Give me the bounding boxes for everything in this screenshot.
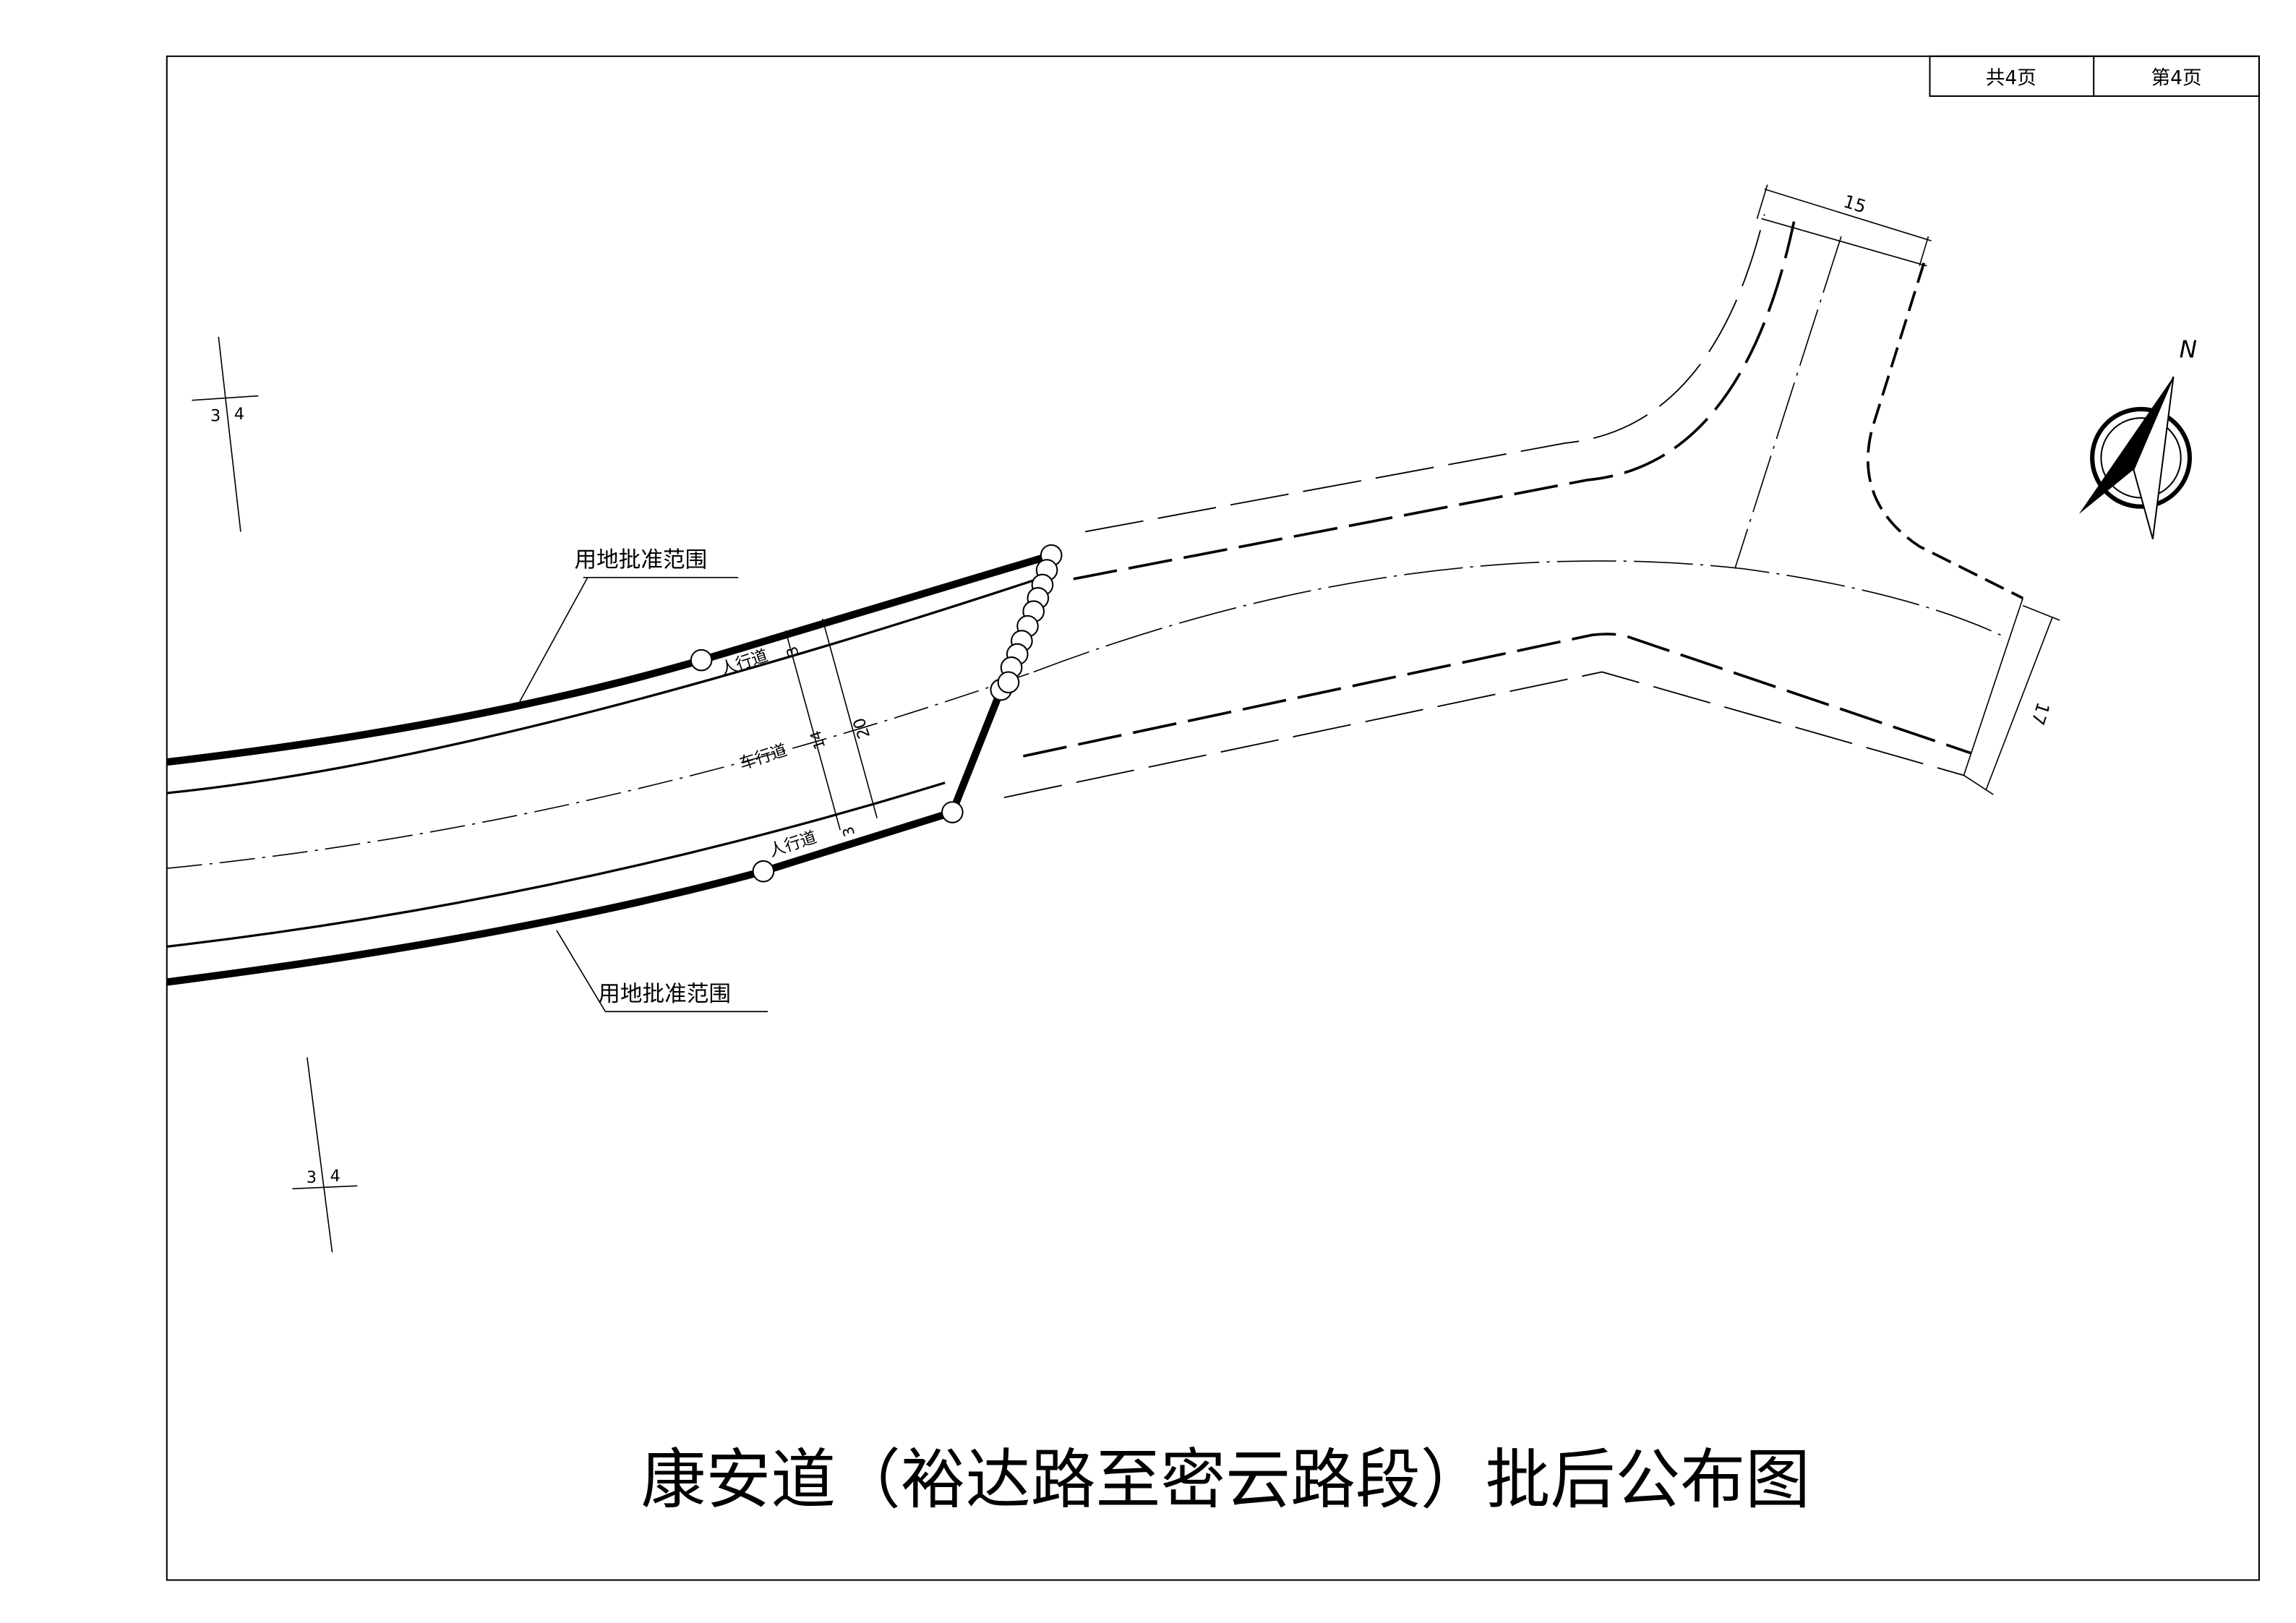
page-table: 共4页 第4页 (1929, 55, 2260, 97)
boundary-points (690, 544, 1063, 883)
dim-sidewalk-bottom: 3 (839, 824, 858, 839)
svg-text:3: 3 (210, 406, 220, 425)
drawing-title: 康安道（裕达路至密云路段）批后公布图 (641, 1442, 1809, 1517)
svg-text:4: 4 (330, 1167, 340, 1186)
north-arrow: N (2078, 335, 2197, 539)
grid-mark-bottom: 3 4 (292, 1057, 358, 1253)
label-carriageway: 车行道 (737, 741, 789, 774)
page-number: 第4页 (2151, 67, 2202, 90)
planned-road-section: 15 17 (1003, 184, 2060, 798)
svg-text:3: 3 (307, 1168, 317, 1187)
dim-branch-width: 15 (1841, 191, 1869, 218)
dim-end-width: 17 (2027, 700, 2054, 728)
dim-total-width: 20 (849, 716, 874, 741)
leader-labels: 用地批准范围 用地批准范围 (519, 547, 768, 1013)
approved-road-section: 人行道 3 车行道 14 20 人行道 3 (166, 544, 1063, 986)
label-approved-scope-bottom: 用地批准范围 (598, 982, 731, 1007)
label-approved-scope-top: 用地批准范围 (575, 547, 708, 573)
dim-carriageway: 14 (807, 729, 829, 752)
grid-mark-top: 3 4 (192, 336, 259, 532)
svg-text:4: 4 (234, 405, 244, 424)
north-label: N (2180, 335, 2197, 363)
total-pages: 共4页 (1986, 67, 2036, 90)
sheet-border (166, 55, 2260, 1581)
